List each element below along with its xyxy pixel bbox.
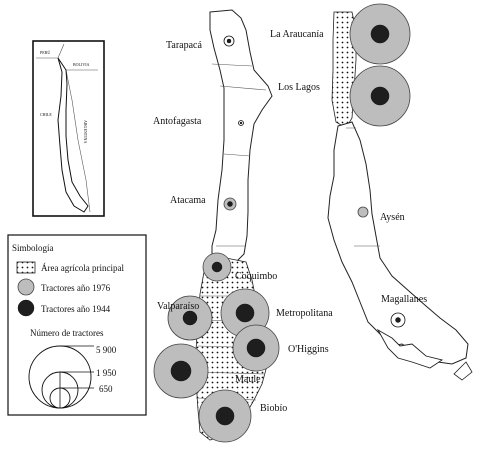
region-labels: Tarapacá Antofagasta Atacama Coquimbo Va… — [153, 29, 427, 414]
region-label-antofagasta: Antofagasta — [153, 116, 202, 127]
circle-valparaiso — [167, 295, 213, 341]
scale-value-max: 5 900 — [96, 345, 117, 355]
region-label-coquimbo: Coquimbo — [235, 271, 277, 282]
tractor-circles — [153, 3, 411, 443]
region-label-aysen: Aysén — [380, 212, 405, 223]
region-label-valparaiso: Valparaíso — [157, 301, 199, 312]
legend-item-1976: Tractores año 1976 — [41, 283, 111, 293]
scale-value-min: 650 — [99, 384, 113, 394]
circle-ohiggins — [232, 324, 280, 372]
region-label-maule: Maule — [235, 374, 261, 385]
inset-label-argentina: ARGENTINA — [83, 120, 88, 143]
circle-la-araucania — [349, 3, 411, 65]
scale-title: Número de tractores — [30, 328, 104, 338]
region-label-magallanes: Magallanes — [381, 294, 427, 305]
inset-map: PERÚ BOLIVIA CHILE ARGENTINA — [32, 40, 105, 217]
gray-circle-icon — [17, 278, 35, 296]
dotted-square-icon — [16, 261, 36, 274]
region-label-tarapaca: Tarapacá — [166, 40, 202, 51]
region-label-atacama: Atacama — [170, 195, 206, 206]
circle-maule — [153, 343, 209, 399]
circle-antofagasta — [238, 120, 244, 126]
region-label-la-araucania: La Araucanía — [270, 29, 324, 40]
circle-tarapaca — [223, 35, 235, 47]
legend-title: Simbología — [12, 243, 54, 253]
circle-biobio — [198, 389, 252, 443]
scale-value-mid: 1 950 — [96, 368, 117, 378]
scale-circles — [28, 345, 94, 409]
chile-north-central — [209, 9, 273, 273]
circle-magallanes — [390, 312, 406, 328]
circle-atacama — [223, 197, 237, 211]
black-circle-icon — [17, 299, 35, 317]
region-label-metropolitana: Metropolitana — [276, 308, 333, 319]
inset-label-peru: PERÚ — [40, 50, 50, 55]
inset-label-bolivia: BOLIVIA — [73, 62, 90, 67]
inset-label-chile: CHILE — [40, 112, 52, 117]
circle-aysen — [357, 206, 369, 218]
legend: Simbología Área agrícola principal Tract… — [7, 234, 147, 416]
legend-item-agri: Área agrícola principal — [41, 263, 124, 273]
legend-item-1944: Tractores año 1944 — [41, 304, 111, 314]
region-label-ohiggins: O'Higgins — [288, 344, 329, 355]
circle-los-lagos — [349, 65, 411, 127]
circle-coquimbo — [202, 252, 232, 282]
region-label-biobio: Biobío — [260, 403, 287, 414]
region-label-los-lagos: Los Lagos — [278, 82, 320, 93]
